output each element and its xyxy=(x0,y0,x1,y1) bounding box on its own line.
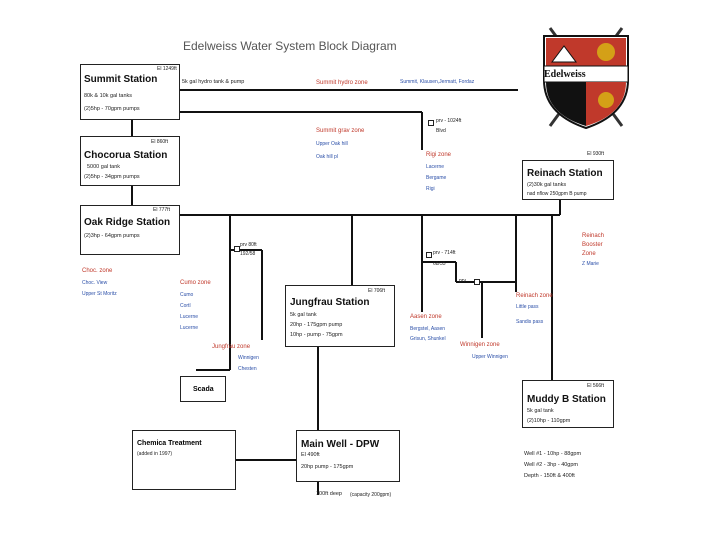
muddyb-line1: 5k gal tank xyxy=(527,408,554,414)
prv3-sub: 68/35 xyxy=(433,261,446,267)
oak-name: Oak Ridge Station xyxy=(84,217,171,228)
mainwell-depth: 100ft deep xyxy=(316,491,342,497)
jungfrau-station-box[interactable]: El 706ft Jungfrau Station 5k gal tank 20… xyxy=(285,285,395,347)
muddyb-well1: Well #1 - 10hp - 88gpm xyxy=(524,451,582,457)
mainwell-line1: 20hp pump - 175gpm xyxy=(301,464,354,470)
chem-treatment-box[interactable]: Chemica Treatment (added in 1997) xyxy=(132,430,236,490)
muddyb-elev: El 566ft xyxy=(587,383,604,389)
mainwell-capacity: (capacity 200gpm) xyxy=(350,492,392,498)
aasen-street-2: Grisun, Shunkel xyxy=(410,336,446,342)
reinach-street-2: Sandis pass xyxy=(516,319,544,325)
prv2-label: prv 80ft xyxy=(240,242,257,248)
rigi-street-1: Lacerne xyxy=(426,164,445,170)
jungfrau-zone-street-2: Chesten xyxy=(238,366,257,372)
booster-street-1: Z Marie xyxy=(582,261,599,267)
choc-name: Chocorua Station xyxy=(84,150,168,161)
edelweiss-logo: Edelweiss xyxy=(530,18,642,130)
rigi-street-2: Bergame xyxy=(426,175,447,181)
prv-valve-1 xyxy=(428,120,434,126)
summit-line1: 80k & 10k gal tanks xyxy=(84,93,133,99)
jungfrau-line3: 10hp - pump - 75gpm xyxy=(290,332,343,338)
prv-valve-2 xyxy=(234,246,240,252)
summit-hydro-zone: Summit hydro zone xyxy=(316,80,368,86)
reinach-zone: Reinach zone xyxy=(516,293,553,299)
choc-zone: Choc. zone xyxy=(82,268,113,274)
rigi-street-3: Rigi xyxy=(426,186,435,192)
prv-valve-3 xyxy=(426,252,432,258)
reinach-elev: El 930ft xyxy=(587,151,604,157)
summit-grav-street-2: Oak hill pl xyxy=(316,154,338,160)
mainwell-name: Main Well - DPW xyxy=(301,439,380,450)
chem-note: (added in 1997) xyxy=(137,451,173,457)
winnigen-street-1: Upper Winnigen xyxy=(472,354,508,360)
choc-line1: 5000 gal tank xyxy=(87,164,121,170)
mainwell-elev: El 490ft xyxy=(301,452,320,458)
choc-zone-street-2: Upper St Moritz xyxy=(82,291,117,297)
jungfrau-line1: 5k gal tank xyxy=(290,312,317,318)
muddyb-line2: (2)10hp - 110gpm xyxy=(527,418,571,424)
cumo-zone: Cumo zone xyxy=(180,280,211,286)
oak-line1: (2)3hp - 64gpm pumps xyxy=(84,233,140,239)
aasen-zone: Aasen zone xyxy=(410,314,442,320)
reinach-name: Reinach Station xyxy=(527,168,603,179)
jungfrau-elev: El 706ft xyxy=(368,288,385,294)
prv4-label: prv xyxy=(459,278,466,284)
summit-name: Summit Station xyxy=(84,74,158,85)
aasen-street-1: Bergstel, Aasen xyxy=(410,326,446,332)
jungfrau-name: Jungfrau Station xyxy=(290,297,370,308)
chem-name: Chemica Treatment xyxy=(137,440,202,447)
scada-label: Scada xyxy=(193,386,214,393)
prv1-sub: Blvd xyxy=(436,128,446,134)
summit-grav-zone: Summit grav zone xyxy=(316,128,365,134)
prv2-sub: 192/58 xyxy=(240,251,256,257)
cumo-street-3: Lucerne xyxy=(180,314,199,320)
muddyb-station-box[interactable]: El 566ft Muddy B Station 5k gal tank (2)… xyxy=(522,380,614,428)
summit-hydro-tank-note: 5k gal hydro tank & pump xyxy=(182,79,245,85)
prv3-label: prv - 714ft xyxy=(433,250,456,256)
summit-elev: El 1249ft xyxy=(157,66,177,72)
muddyb-depth: Depth - 150ft & 400ft xyxy=(524,473,575,479)
logo-text: Edelweiss xyxy=(544,69,586,80)
jungfrau-zone-street-1: Winnigen xyxy=(238,355,259,361)
reinach-line2: nad nflow 250gpm B pump xyxy=(527,191,587,197)
winnigen-zone: Winnigen zone xyxy=(460,342,500,348)
prv-valve-4 xyxy=(474,279,480,285)
diagram-title: Edelweiss Water System Block Diagram xyxy=(183,39,397,53)
choc-elev: El 860ft xyxy=(151,139,168,145)
reinach-station-box[interactable]: El 930ft Reinach Station (2)30k gal tank… xyxy=(522,152,614,200)
oak-elev: El 777ft xyxy=(153,207,170,213)
cumo-street-4: Lucerne xyxy=(180,325,199,331)
oakridge-station-box[interactable]: El 777ft Oak Ridge Station (2)3hp - 64gp… xyxy=(80,205,180,255)
muddyb-well2: Well #2 - 3hp - 40gpm xyxy=(524,462,579,468)
main-well-box[interactable]: Main Well - DPW El 490ft 20hp pump - 175… xyxy=(296,430,400,482)
rigi-zone: Rigi zone xyxy=(426,152,452,158)
choc-line2: (2)5hp - 34gpm pumps xyxy=(84,174,140,180)
cumo-street-1: Cumo xyxy=(180,292,194,298)
reinach-booster-zone: Reinach Booster Zone xyxy=(582,233,605,257)
scada-box[interactable]: Scada xyxy=(180,376,226,402)
summit-grav-street-1: Upper Oak hill xyxy=(316,141,348,147)
summit-station-box[interactable]: El 1249ft Summit Station 80k & 10k gal t… xyxy=(80,64,180,120)
prv1-label: prv - 1024ft xyxy=(436,118,462,124)
reinach-line1: (2)30k gal tanks xyxy=(527,182,567,188)
jungfrau-zone: Jungfrau zone xyxy=(212,344,251,350)
cumo-street-2: Cortl xyxy=(180,303,191,309)
reinach-street-1: Little pass xyxy=(516,304,539,310)
muddyb-name: Muddy B Station xyxy=(527,394,606,405)
summit-hydro-streets: Summit, Klausen,Jermatt, Fordaz xyxy=(400,79,475,85)
summit-line2: (2)5hp - 70gpm pumps xyxy=(84,106,140,112)
jungfrau-line2: 20hp - 175gpm pump xyxy=(290,322,343,328)
choc-zone-street-1: Choc. View xyxy=(82,280,108,286)
chocorua-station-box[interactable]: El 860ft Chocorua Station 5000 gal tank … xyxy=(80,136,180,186)
